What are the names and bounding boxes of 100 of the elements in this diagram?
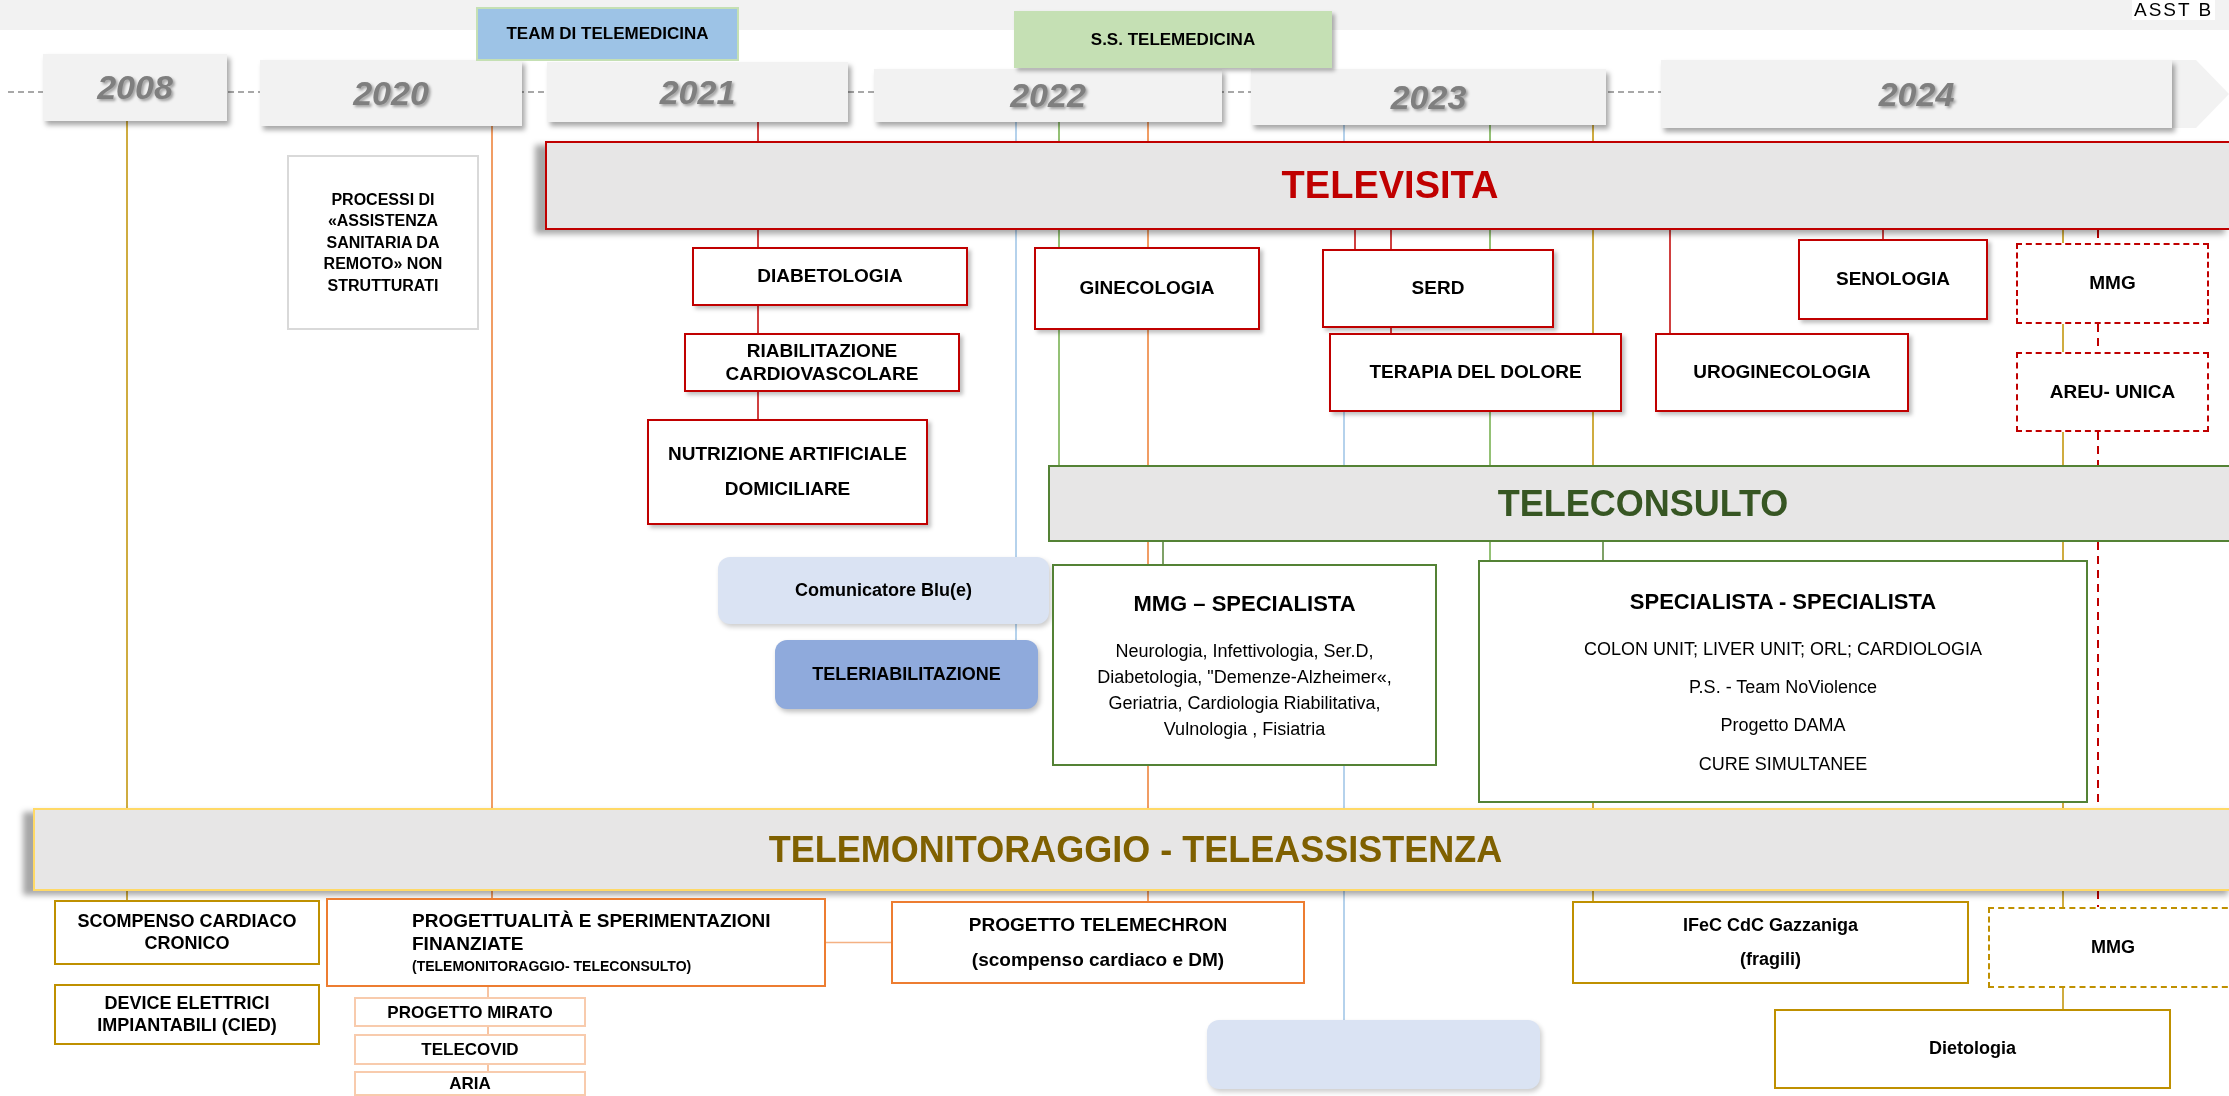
box-text: Progetto DAMA (1720, 714, 1846, 738)
box-label: AREU- UNICA (2049, 380, 2176, 404)
box-heading: SPECIALISTA - SPECIALISTA (1629, 588, 1937, 617)
connector-line (1669, 229, 1671, 334)
box-text: COLON UNIT; LIVER UNIT; ORL; CARDIOLOGIA (1583, 638, 1983, 662)
box-text: CURE SIMULTANEE (1698, 752, 1868, 776)
service-box (775, 640, 1038, 709)
connector-line (2062, 541, 2064, 561)
connector-line (1162, 541, 1164, 565)
connector-line (2097, 431, 2099, 466)
service-box (647, 419, 928, 525)
box-label: DEVICE ELETTRICI IMPIANTABILI (CIED) (96, 992, 278, 1037)
connector-line (1147, 890, 1149, 902)
connector-line (1354, 229, 1356, 250)
box-heading: MMG – SPECIALISTA (1133, 589, 1356, 618)
year-label: 2021 (659, 72, 736, 112)
box-label: SCOMPENSO CARDIACO CRONICO (76, 910, 298, 955)
category-band (545, 141, 2229, 230)
service-box (1052, 564, 1437, 766)
service-box (1774, 1009, 2171, 1089)
box-label: TELECOVID (421, 1041, 519, 1058)
service-box (1572, 901, 1969, 984)
service-box (1322, 249, 1554, 328)
service-box (326, 898, 826, 987)
connector-line (2097, 890, 2099, 908)
connector-line (2062, 987, 2064, 1010)
service-box (354, 1034, 586, 1065)
connector-line (1343, 411, 1345, 466)
connector-line (2062, 890, 2064, 908)
service-box (684, 333, 960, 392)
connector-line (757, 229, 759, 248)
connector-line (1147, 229, 1149, 248)
box-label: SERD (1411, 277, 1465, 300)
service-box (2016, 352, 2209, 432)
box-label: SENOLOGIA (1836, 268, 1950, 291)
box-text: DOMICILIARE (724, 478, 851, 501)
service-box (54, 900, 320, 965)
connector-line (1592, 890, 1594, 902)
box-text: P.S. - Team NoViolence (1688, 676, 1878, 700)
box-heading: PROGETTO TELEMECHRON (968, 913, 1228, 937)
box-label: UROGINECOLOGIA (1693, 361, 1871, 384)
service-box (1329, 333, 1622, 412)
connector-line (1343, 765, 1345, 809)
connector-line (1882, 229, 1884, 240)
connector-line (1602, 541, 1604, 561)
connector-line (2062, 431, 2064, 466)
box-heading: NUTRIZIONE ARTIFICIALE (668, 443, 907, 466)
box-label: DIABETOLOGIA (757, 265, 903, 288)
team-tag (1014, 11, 1332, 68)
connector-line (1058, 121, 1060, 142)
service-box (718, 557, 1049, 624)
box-label: Comunicatore Blu(e) (795, 580, 972, 601)
connector-line (1343, 890, 1345, 1021)
connector-line (487, 986, 489, 998)
box-text: (TELEMONITORAGGIO- TELECONSULTO) (412, 957, 692, 975)
band-title: TELECONSULTO (1497, 482, 1789, 525)
box-text: (fragili) (1740, 948, 1801, 971)
connector-line (126, 890, 128, 901)
connector-line (1147, 329, 1149, 466)
service-box (1034, 247, 1260, 330)
category-band (33, 808, 2229, 891)
connector-line (1015, 229, 1017, 558)
connector-line (1147, 765, 1149, 809)
box-label: TELERIABILITAZIONE (812, 664, 1001, 685)
year-box (874, 69, 1222, 122)
year-label: 2023 (1390, 77, 1467, 117)
service-box (1988, 907, 2229, 988)
connector-line (1147, 121, 1149, 142)
box-label: GINECOLOGIA (1079, 277, 1215, 300)
year-label: 2024 (1878, 74, 1955, 114)
box-text: (scompenso cardiaco e DM) (971, 948, 1225, 972)
tag-label: S.S. TELEMEDICINA (1090, 29, 1256, 50)
connector-line (1390, 327, 1392, 334)
service-box (1207, 1020, 1540, 1089)
note-box (287, 155, 479, 330)
connector-line (1489, 541, 1491, 561)
connector-line (1489, 411, 1491, 466)
connector-line (2062, 323, 2064, 353)
year-label: 2020 (353, 73, 429, 113)
year-box (260, 60, 522, 126)
connector-line (2062, 802, 2064, 809)
year-label: 2022 (1010, 76, 1086, 115)
connector-line (1592, 229, 1594, 334)
service-box (354, 997, 586, 1027)
connector-line (1015, 623, 1017, 641)
connector-line (487, 1064, 489, 1072)
connector-line (1489, 229, 1491, 250)
connector-line (1592, 411, 1594, 466)
year-box (43, 54, 227, 121)
box-label: RIABILITAZIONE CARDIOVASCOLARE (724, 339, 920, 386)
year-box (1251, 69, 1606, 125)
service-box (692, 247, 968, 306)
connector-line (1058, 229, 1060, 248)
service-box (1655, 333, 1909, 412)
connector-line (1489, 124, 1491, 142)
connector-line (1015, 121, 1017, 142)
box-label: ARIA (449, 1075, 491, 1092)
team-tag (476, 7, 739, 61)
connector-line (757, 121, 759, 142)
connector-line (1390, 229, 1392, 250)
